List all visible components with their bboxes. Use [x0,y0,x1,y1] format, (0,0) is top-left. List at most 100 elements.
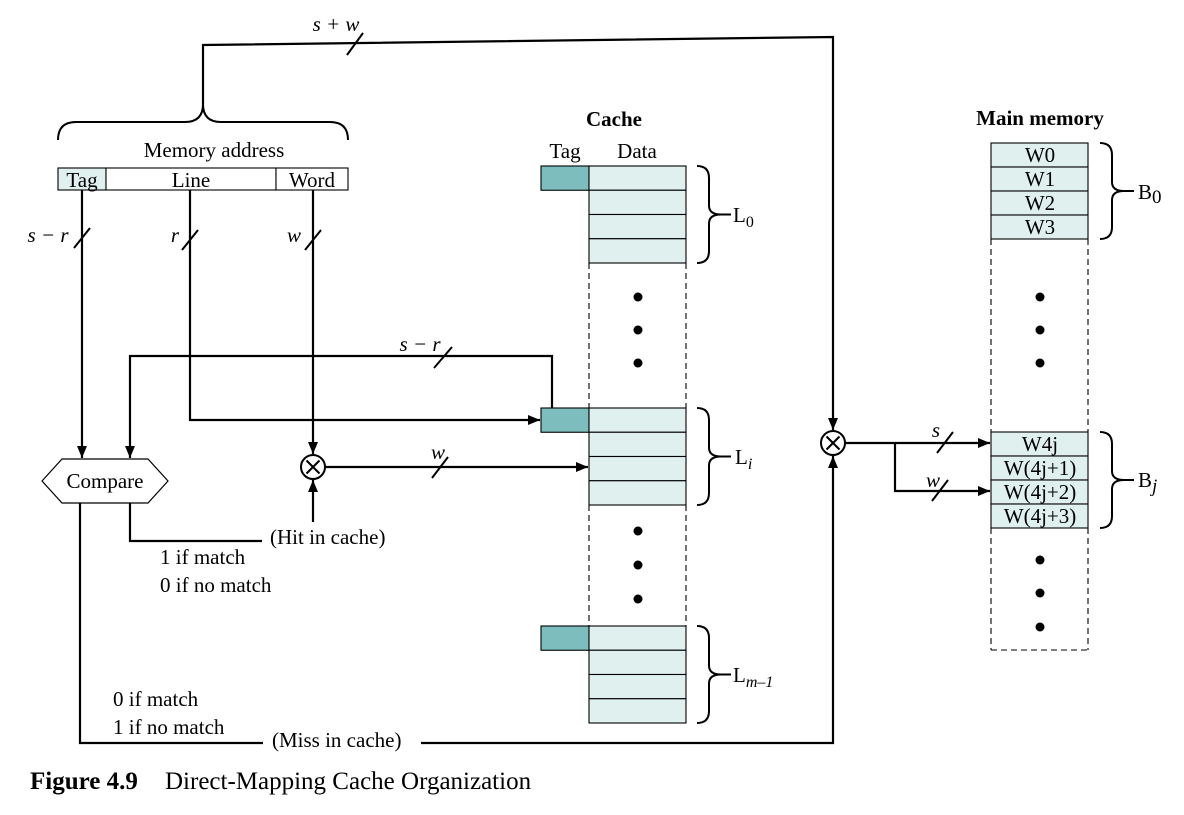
cache-line-li-data-row [588,407,687,433]
memory-ellipsis-dot [1035,588,1045,598]
cache-line-lm1-data-row [588,673,687,700]
cache-title: Cache [586,107,642,131]
memory-word-label: W1 [1025,167,1055,191]
memory-address-title: Memory address [144,138,285,162]
figure-number: Figure 4.9 [30,768,138,795]
memory-word-cell [990,431,1089,457]
word-field-bits-label: w [287,223,301,247]
block-selector-cross [825,435,841,451]
cache-line-l0-brace [696,165,722,264]
cache-line-lm1-name: L [733,663,746,687]
cache-tag-bits-label: s − r [399,332,441,356]
cache-line-lm1-data-row [588,625,687,651]
address-brace [57,103,349,141]
address-bus-slash [346,32,364,56]
memory-word-cell [990,479,1089,505]
cache-line-l0-data-row [588,213,687,240]
address-tag-label: Tag [66,168,98,192]
cache-line-lm1-label: Lm–1 [733,663,773,691]
figure-title: Direct-Mapping Cache Organization [165,768,532,795]
memory-ellipsis-dot [1035,555,1045,565]
memory-word-cell [990,214,1089,240]
cache-ellipsis-dot [633,526,643,536]
hit-no-match-label: 0 if no match [160,573,272,597]
cache-line-l0-name: L [733,203,746,227]
memory-word-label: W3 [1025,215,1055,239]
hit-in-cache-label: (Hit in cache) [270,525,385,549]
hit-wire [128,503,262,543]
word-select-wire [893,443,990,496]
memory-word-label: W2 [1025,191,1055,215]
miss-match-label: 0 if match [113,687,199,711]
cache-line-lm1-data-row [588,649,687,676]
memory-ellipsis-dot [1035,622,1045,632]
memory-block-b0-name: B [1138,180,1152,204]
memory-block-b0-label: B0 [1138,180,1162,208]
word-select-slash [931,479,949,502]
memory-ellipsis-dot [1035,325,1045,335]
address-bus-wire [201,35,838,430]
tag-field-bits-label: s − r [27,223,69,247]
cache-line-li-data-row [588,431,687,458]
compare-block [41,458,169,504]
miss-wire [78,503,263,745]
tag-field-slash [73,227,91,249]
cache-line-li-name: L [735,445,748,469]
cache-ellipsis-dot [633,325,643,335]
miss-wire-to-selector [421,456,838,745]
cache-line-l0-label: L0 [733,203,754,231]
memory-block-bj-brace [1099,431,1125,529]
line-field-bits-label: r [171,223,180,247]
cache-tag-column-header: Tag [549,139,581,163]
memory-block-bj-label: Bj [1138,468,1157,497]
cache-ellipsis-dot [633,560,643,570]
cache-data-column-header: Data [617,139,657,163]
main-memory-title: Main memory [976,106,1104,130]
word-field-slash [304,229,322,251]
cache-line-l0-data-row [588,238,687,264]
address-bus-width-label: s + w [313,12,360,36]
cache-line-l0-tag-cell [540,165,590,191]
cache-line-lm1-data-row [588,698,687,724]
memory-word-cell [990,503,1089,529]
cache-line-lm1-subscript: m–1 [746,674,774,691]
cache-line-l0-data-row [588,165,687,191]
memory-word-cell [990,455,1089,481]
cache-line-lm1-brace [696,625,722,724]
address-line-label: Line [172,168,210,192]
address-word-label: Word [289,168,336,192]
word-selector-cross [305,459,321,475]
cache-tag-wire [125,354,554,458]
block-select-slash [936,431,954,454]
cache-ellipsis-dot [633,292,643,302]
memory-block-b0-brace [1099,142,1125,240]
memory-block-b0-subscript: 0 [1152,187,1162,208]
memory-word-label: W(4j+1) [1004,456,1077,480]
cache-line-li-subscript: i [748,456,752,473]
cache-line-l0-data-row [588,189,687,216]
miss-in-cache-label: (Miss in cache) [272,728,401,752]
memory-block-bj-subscript: j [1149,476,1157,497]
memory-word-label: W4j [1022,432,1058,456]
memory-word-cell [990,166,1089,192]
memory-ellipsis-dot [1035,292,1045,302]
line-field-slash [181,229,199,251]
miss-no-match-label: 1 if no match [113,715,225,739]
cache-line-li-label: Li [735,445,752,473]
compare-label: Compare [67,469,144,493]
block-select-bits-label: s [932,418,940,442]
hit-match-label: 1 if match [160,545,246,569]
memory-word-label: W0 [1025,143,1055,167]
memory-word-label: W(4j+2) [1004,480,1077,504]
cache-tag-slash [433,346,453,369]
cache-line-li-tag-cell [540,407,590,433]
cache-line-li-data-row [588,455,687,482]
word-output-slash [431,456,449,479]
memory-word-cell [990,142,1089,168]
memory-block-bj-name: B [1138,468,1152,492]
cache-line-li-data-row [588,480,687,506]
cache-line-li-brace [696,407,722,506]
cache-ellipsis-dot [633,358,643,368]
memory-ellipsis-dot [1035,358,1045,368]
